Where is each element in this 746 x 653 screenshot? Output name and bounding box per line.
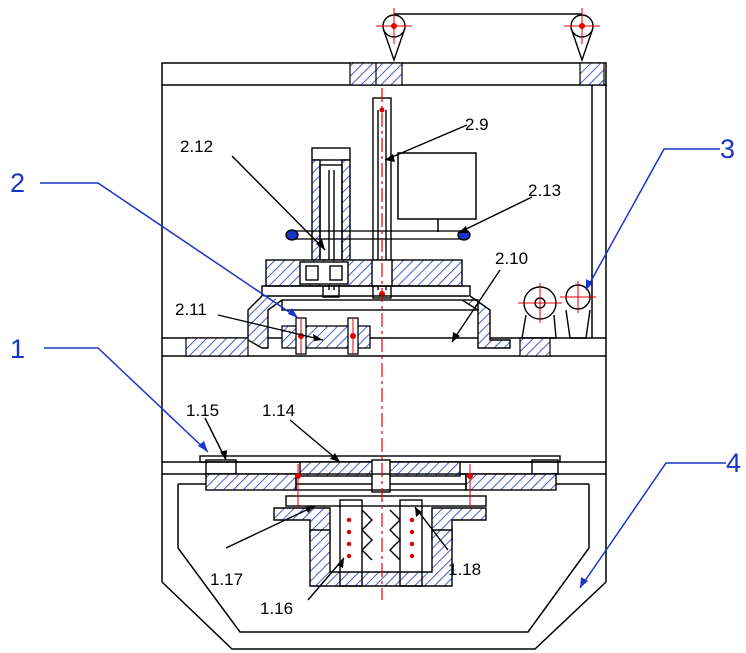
leader-lines: [204, 124, 533, 601]
label-2-9: 2.9: [465, 115, 489, 134]
blue-leader-arrows: [198, 279, 593, 588]
label-group-3: 3: [720, 134, 735, 164]
top-cover-hatch: [349, 62, 605, 86]
lower-housing: [273, 499, 487, 587]
side-pulleys: [518, 281, 596, 339]
label-1-14: 1.14: [262, 401, 295, 420]
mid-plate-hatch: [185, 337, 551, 357]
label-group-1: 1: [10, 334, 25, 364]
label-2-13: 2.13: [528, 181, 561, 200]
label-1-18: 1.18: [448, 560, 481, 579]
label-1-15: 1.15: [186, 401, 219, 420]
label-2-10: 2.10: [495, 249, 528, 268]
label-1-17: 1.17: [210, 570, 243, 589]
label-1-16: 1.16: [260, 599, 293, 618]
upper-hub: [247, 259, 511, 349]
label-2-11: 2.11: [175, 300, 207, 319]
blue-leader-lines: [40, 148, 726, 589]
label-2-12: 2.12: [180, 137, 213, 156]
plate-2-11: [281, 317, 371, 355]
top-pulleys: [376, 8, 600, 63]
leader-arrows: [220, 154, 468, 568]
lower-red-marks: [295, 473, 473, 559]
label-group-4: 4: [726, 448, 741, 478]
motor-box: [397, 152, 477, 232]
label-group-2: 2: [10, 168, 25, 198]
rotary-disk: [199, 455, 561, 507]
lower-red-lines: [297, 464, 471, 508]
